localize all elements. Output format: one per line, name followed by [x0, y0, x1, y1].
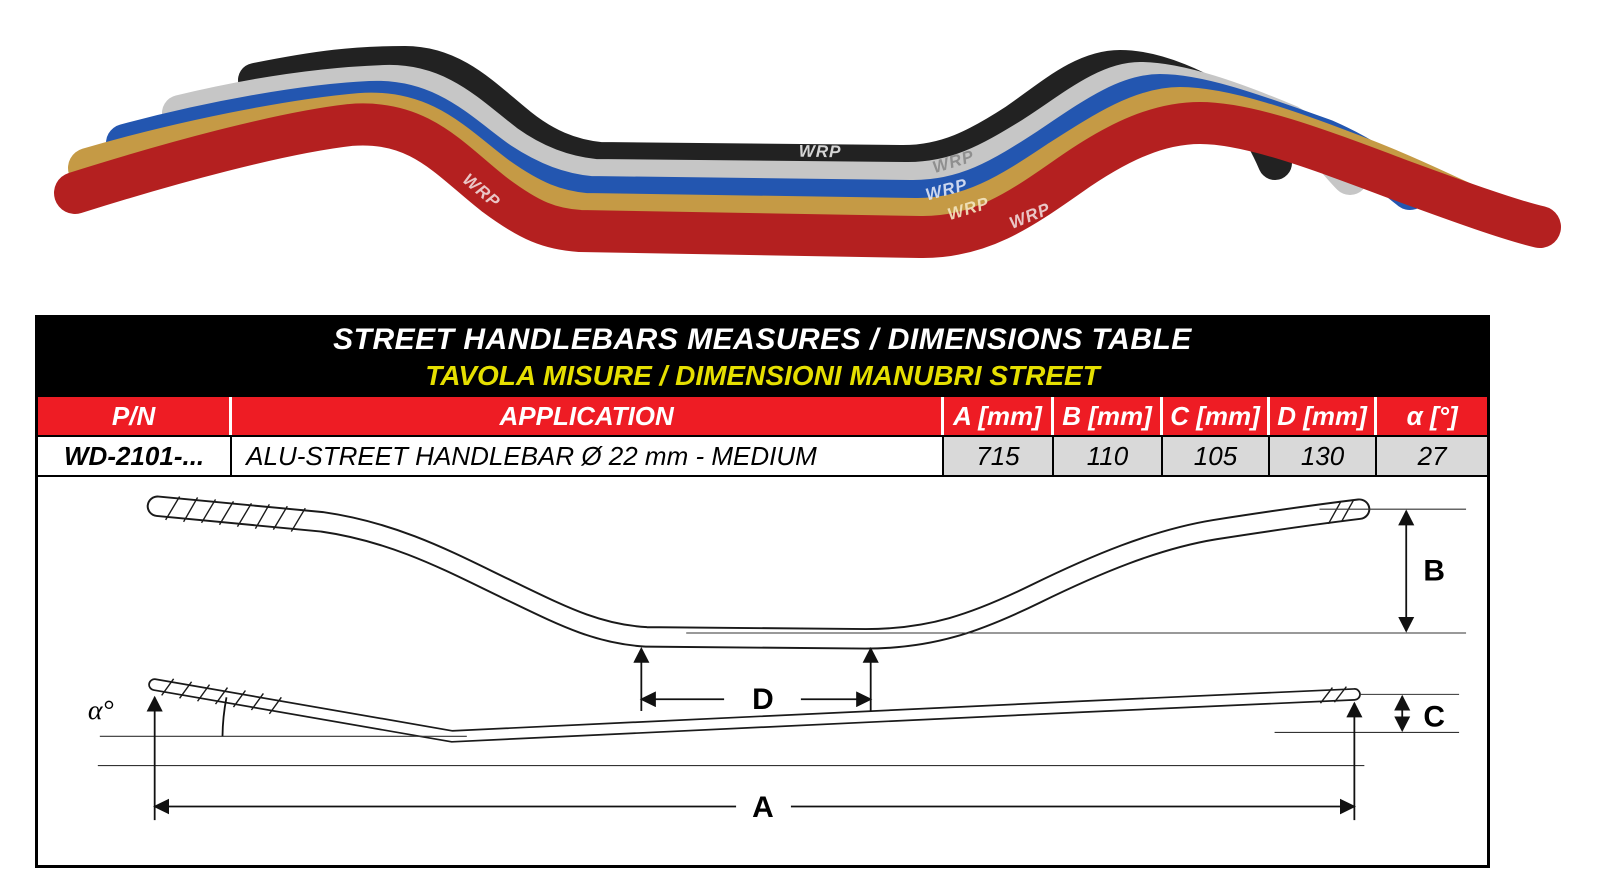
col-header-alpha: α [°] [1406, 400, 1458, 431]
label-a: A [752, 792, 774, 825]
cell-dim-a: 715 [944, 437, 1054, 475]
dimension-b: B [686, 508, 1467, 634]
handlebar-top-view [158, 496, 1360, 638]
dimension-alpha: α° [88, 694, 467, 737]
col-header-application: APPLICATION [232, 397, 945, 435]
cell-dim-alpha: 27 [1377, 437, 1487, 475]
dimension-c: C [1274, 693, 1460, 734]
table-title-it: TAVOLA MISURE / DIMENSIONI MANUBRI STREE… [425, 360, 1100, 391]
table-title-band: STREET HANDLEBARS MEASURES / DIMENSIONS … [38, 318, 1487, 397]
label-alpha: α° [88, 694, 114, 725]
dimension-d: D [633, 646, 879, 716]
spec-sheet: STREET HANDLEBARS MEASURES / DIMENSIONS … [35, 315, 1490, 868]
col-header-pn: P/N [38, 397, 233, 435]
dimension-drawing: B D α° C A [88, 477, 1467, 825]
label-d: D [752, 683, 774, 716]
col-header-d: D [mm] [1270, 397, 1378, 435]
col-header-c: C [mm] [1163, 397, 1270, 435]
handlebar-front-view [97, 678, 1365, 767]
product-photo: WRP WRP WRP WRP WRP WRP [54, 45, 1561, 259]
cell-dim-c: 105 [1163, 437, 1270, 475]
brand-logo: WRP [799, 142, 842, 162]
hatch-marks [165, 496, 1354, 532]
cell-dim-b: 110 [1053, 437, 1164, 475]
table-header-row: P/N APPLICATION A [mm] B [mm] C [mm] D [… [38, 397, 1487, 435]
cell-dim-d: 130 [1269, 437, 1378, 475]
col-header-b: B [mm] [1054, 397, 1164, 435]
handlebar-red [54, 101, 1561, 259]
hatch-marks [161, 678, 1347, 715]
cell-application: ALU-STREET HANDLEBAR Ø 22 mm - MEDIUM [232, 437, 945, 475]
label-c: C [1423, 701, 1445, 734]
col-header-a: A [mm] [944, 397, 1054, 435]
dimension-a: A [146, 695, 1363, 825]
table-title-en: STREET HANDLEBARS MEASURES / DIMENSIONS … [333, 323, 1192, 356]
label-b: B [1423, 555, 1445, 588]
table-row: WD-2101-... ALU-STREET HANDLEBAR Ø 22 mm… [38, 435, 1487, 477]
cell-part-number: WD-2101-... [38, 437, 233, 475]
